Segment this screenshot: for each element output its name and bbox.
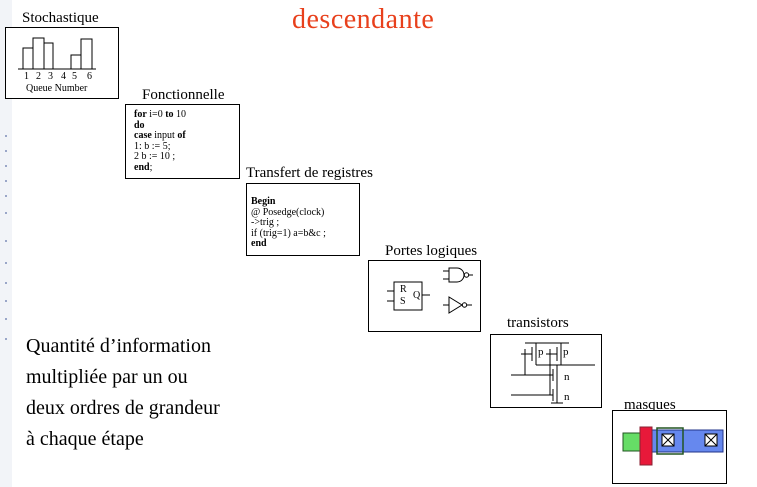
transfert-code-token: @ Posedge(clock) <box>251 206 325 218</box>
transfert-code-token: if (trig=1) a=b&c ; <box>251 227 326 239</box>
fonctionnelle-code-token: 10 <box>173 109 187 120</box>
latch-box <box>393 281 423 311</box>
histogram-bar <box>32 37 45 70</box>
histogram-tick: 6 <box>87 71 92 82</box>
histogram-tick: 5 <box>72 71 77 82</box>
fonctionnelle-code-token: for <box>134 109 147 120</box>
fonctionnelle-code-token: ; <box>149 161 153 173</box>
transfert-code-line: Begin <box>251 196 326 208</box>
histogram-bar <box>43 42 54 70</box>
fonctionnelle-code-token: do <box>134 119 145 131</box>
transfert-code-token: end <box>251 238 267 249</box>
fonctionnelle-code-line: case input of <box>134 130 186 142</box>
transistors-label: transistors <box>507 315 569 331</box>
fonctionnelle-code-token: case <box>134 130 152 141</box>
latch-s-label: S <box>400 296 406 307</box>
masques-box <box>612 410 727 484</box>
nand-gate-icon <box>448 267 465 283</box>
histogram-bar <box>80 38 93 70</box>
quantite-line: à chaque étape <box>26 428 144 450</box>
stochastique-box <box>5 27 119 99</box>
histogram-chart <box>18 37 96 70</box>
histogram-tick: 4 <box>61 71 66 82</box>
transistor-type-label: n <box>564 371 570 383</box>
fonctionnelle-code-token: 1: b := 5; <box>134 140 171 152</box>
fonctionnelle-code-token: 2 b := 10 ; <box>134 151 176 162</box>
fonctionnelle-code-line: 1: b := 5; <box>134 140 186 153</box>
mask-layout <box>622 426 724 466</box>
inverter-gate-icon <box>448 296 463 314</box>
fonctionnelle-code-token: i=0 <box>146 109 166 120</box>
slide-sidebar <box>0 0 12 487</box>
transfert-code-token: ->trig ; <box>251 217 280 228</box>
latch-r-label: R <box>400 284 407 295</box>
histogram-xlabel: Queue Number <box>26 83 88 94</box>
histogram-bar <box>22 47 34 70</box>
fonctionnelle-code-token: end <box>134 161 150 173</box>
quantite-line: multipliée par un ou <box>26 366 188 388</box>
slide-title: descendante <box>292 4 435 35</box>
contact-icon <box>661 433 675 447</box>
fonctionnelle-code-token: to <box>165 109 174 120</box>
histogram-tick: 1 <box>24 71 29 82</box>
poly-gate-layer <box>639 426 653 466</box>
transistors-box: p p n n <box>490 334 602 408</box>
active-outline <box>656 427 684 455</box>
fonctionnelle-code-line: do <box>134 119 186 132</box>
transistor-type-label: p <box>538 346 544 358</box>
portes-box: R S Q <box>368 260 481 332</box>
quantite-text: Quantité d’information multipliée par un… <box>26 331 220 455</box>
masques-label: masques <box>624 397 676 413</box>
transistor-schematic <box>511 342 595 404</box>
fonctionnelle-code-line: for i=0 to 10 <box>134 109 187 121</box>
logic-gates-drawing <box>387 267 473 314</box>
fonctionnelle-code-line: end; <box>134 161 186 174</box>
histogram-bar <box>70 54 82 70</box>
transfert-code: Begin@ Posedge(clock)->trig ;if (trig=1)… <box>251 196 326 250</box>
transfert-code-token: Begin <box>251 196 276 207</box>
transistor-type-label: n <box>564 391 570 403</box>
fonctionnelle-code-line: 2 b := 10 ; <box>134 151 186 163</box>
stochastique-label: Stochastique <box>22 10 99 26</box>
histogram-tick: 2 <box>36 71 41 82</box>
quantite-line: deux ordres de grandeur <box>26 397 220 419</box>
portes-label: Portes logiques <box>385 243 478 259</box>
fonctionnelle-code-token: input <box>151 130 178 141</box>
transfert-code-line: end <box>251 238 326 250</box>
contact-icon <box>704 433 718 447</box>
fonctionnelle-code-token: of <box>177 130 186 141</box>
transfert-code-line: ->trig ; <box>251 217 326 229</box>
transfert-code-line: if (trig=1) a=b&c ; <box>251 227 326 240</box>
latch-q-label: Q <box>413 290 421 301</box>
transfert-box: Begin@ Posedge(clock)->trig ;if (trig=1)… <box>246 183 360 256</box>
fonctionnelle-label: Fonctionnelle <box>142 87 225 103</box>
quantite-line: Quantité d’information <box>26 335 211 357</box>
transfert-label: Transfert de registres <box>246 165 373 181</box>
transfert-code-line: @ Posedge(clock) <box>251 206 326 219</box>
transistor-type-label: p <box>563 346 569 358</box>
histogram-tick: 3 <box>48 71 53 82</box>
